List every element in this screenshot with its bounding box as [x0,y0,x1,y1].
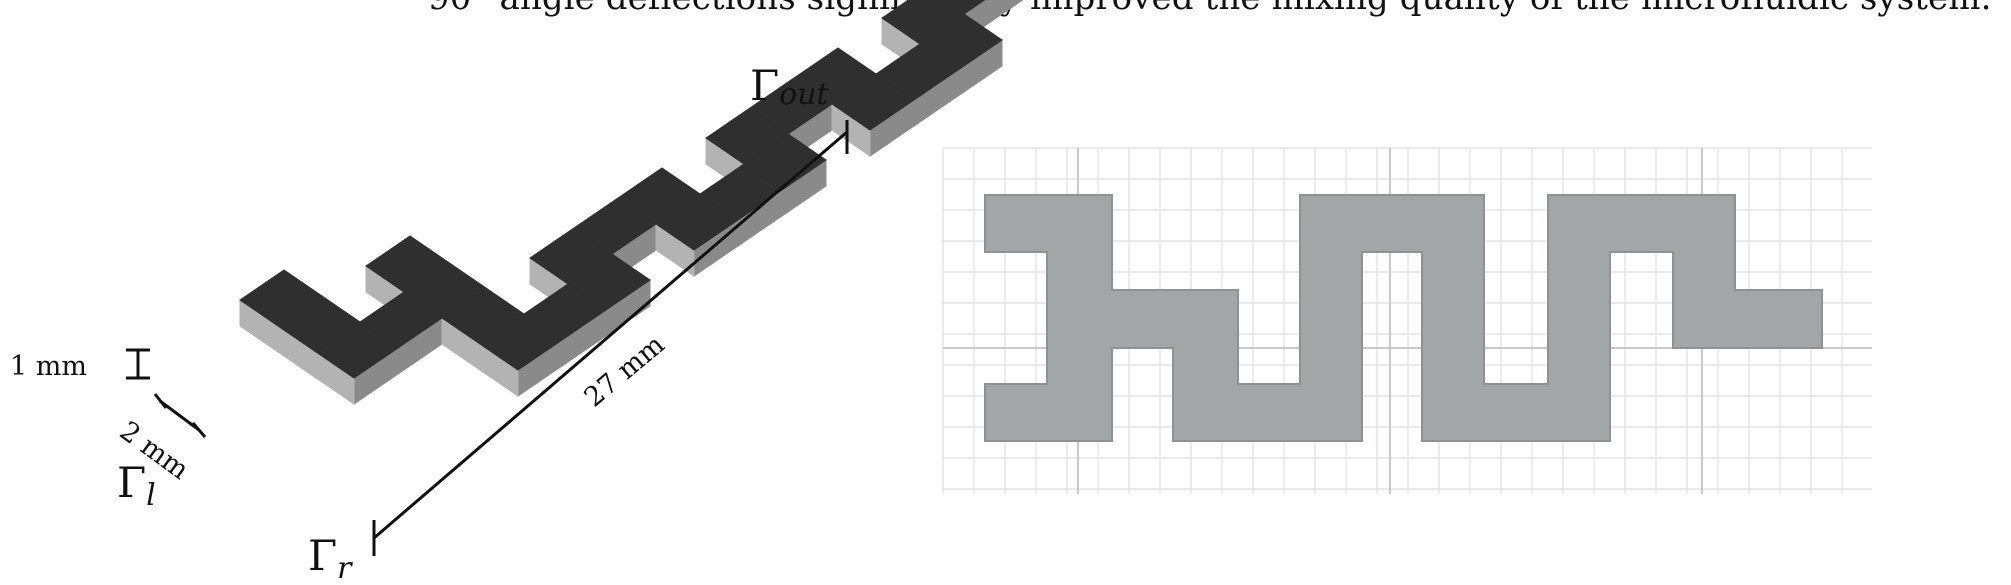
channel-top-view-shape [984,194,1823,442]
thickness-label: 1 mm [10,351,87,382]
channel-top-face [743,133,827,191]
gamma-l-subscript: l [146,478,156,513]
svg-text:Γr: Γr [308,531,353,585]
channel-top-face [919,13,1003,71]
gamma-l-symbol: Γ [117,458,146,507]
gamma-r-symbol: Γ [308,531,337,580]
channel-3d-solid [239,0,1024,405]
gamma-r-label: Γr [308,531,353,585]
caption-line: 90° angle deflections significantly impr… [0,0,2011,26]
channel-top-face [942,0,986,15]
gamma-out-label: Γout [750,61,830,112]
channel-side-face [1007,0,1024,11]
caption-text: 90° angle deflections significantly impr… [428,0,1992,18]
gamma-r-subscript: r [337,551,353,585]
channel-top-face [567,253,651,311]
channel-top-view [942,147,1872,494]
thickness-dimension: 1 mm [10,348,150,382]
channel-3d-figure [239,0,1024,405]
svg-text:Γl: Γl [117,458,156,513]
gamma-out-subscript: out [779,77,829,112]
svg-text:Γout: Γout [750,61,830,112]
gamma-out-symbol: Γ [750,61,779,110]
gamma-l-label: Γl [117,458,156,513]
